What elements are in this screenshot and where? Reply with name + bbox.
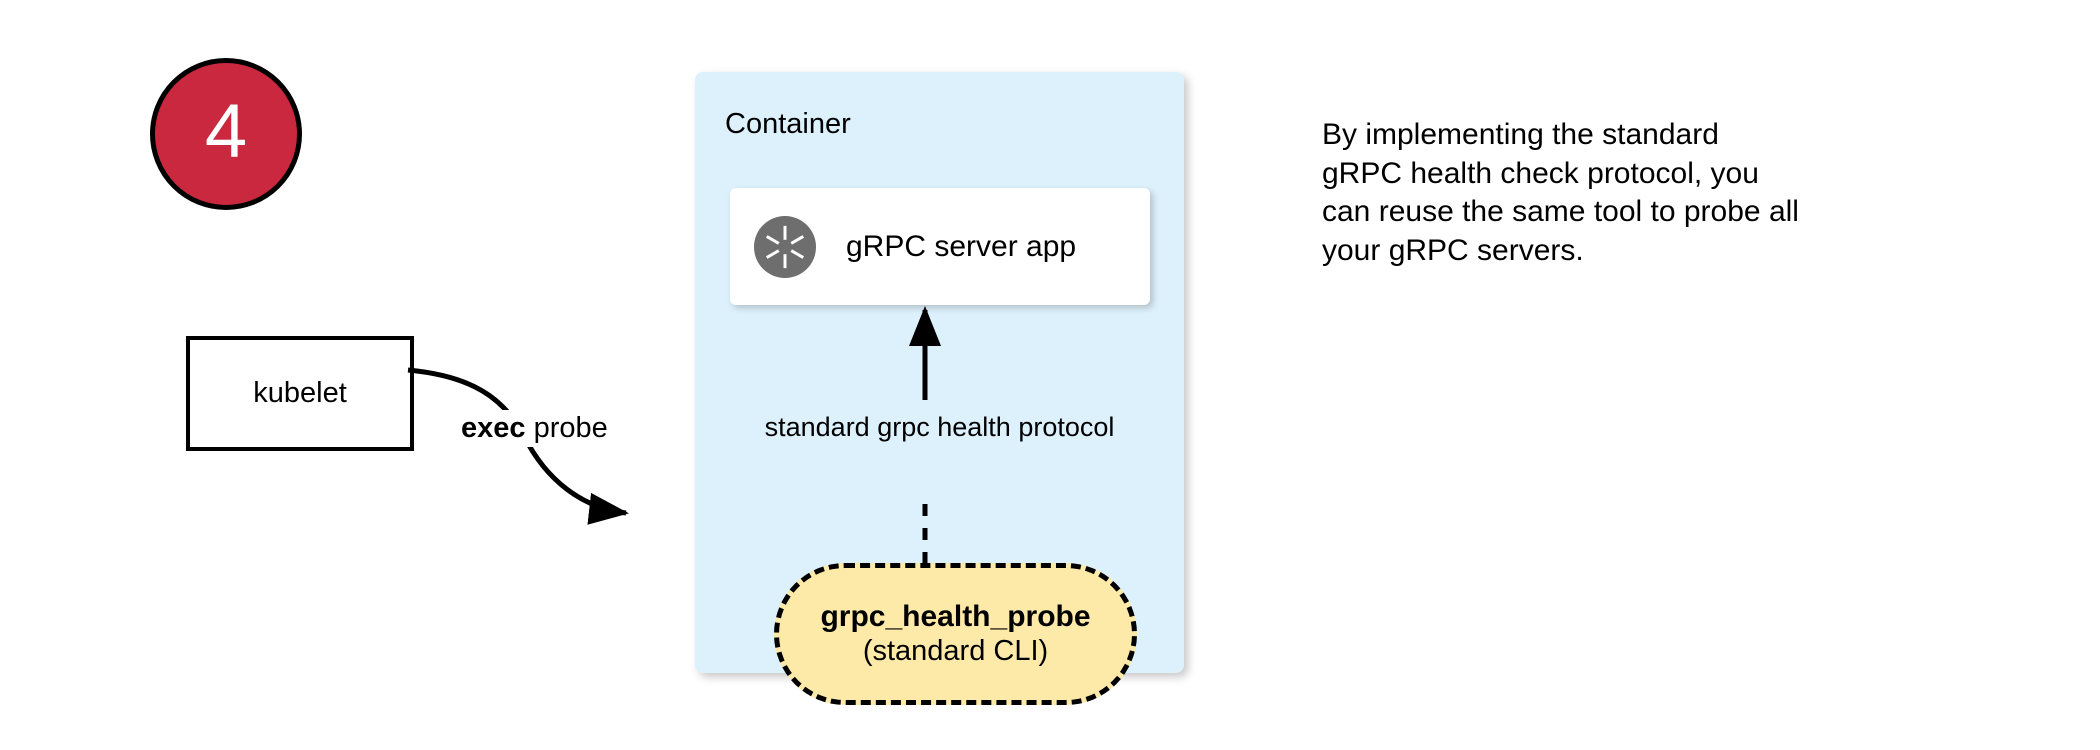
container-panel: Container gRPC server	[695, 72, 1184, 705]
kubelet-label: kubelet	[253, 377, 347, 409]
caption-line-1: By implementing the standard	[1322, 118, 1719, 151]
health-protocol-arrow	[908, 305, 941, 564]
grpc-aperture-icon	[753, 215, 817, 278]
exec-probe-label: exec probe	[455, 410, 614, 447]
exec-probe-arrow	[407, 367, 629, 525]
container-title: Container	[725, 108, 851, 140]
kubelet-node: kubelet	[186, 336, 414, 451]
exec-probe-rest-text: probe	[525, 412, 608, 444]
grpc-health-probe-subtitle: (standard CLI)	[862, 634, 1049, 667]
grpc-server-app-label: gRPC server app	[846, 229, 1077, 263]
health-protocol-label: standard grpc health protocol	[765, 412, 1115, 442]
step-number-badge: 4	[150, 58, 302, 210]
grpc-health-probe-node: grpc_health_probe (standard CLI)	[774, 563, 1137, 705]
health-protocol-line-1: standard grpc	[764, 412, 930, 442]
caption-line-2: gRPC health check protocol, you	[1322, 156, 1759, 190]
step-number-label: 4	[204, 89, 248, 174]
caption-text: By implementing the standard gRPC health…	[1322, 116, 1902, 271]
health-protocol-line-2: health protocol	[937, 412, 1115, 442]
caption-line-4: your gRPC servers.	[1322, 234, 1584, 268]
caption-line-3: can reuse the same tool to probe all	[1322, 195, 1799, 229]
exec-probe-bold-text: exec	[461, 412, 526, 444]
grpc-server-app-node: gRPC server app	[730, 188, 1150, 305]
grpc-health-probe-title: grpc_health_probe	[820, 600, 1091, 634]
